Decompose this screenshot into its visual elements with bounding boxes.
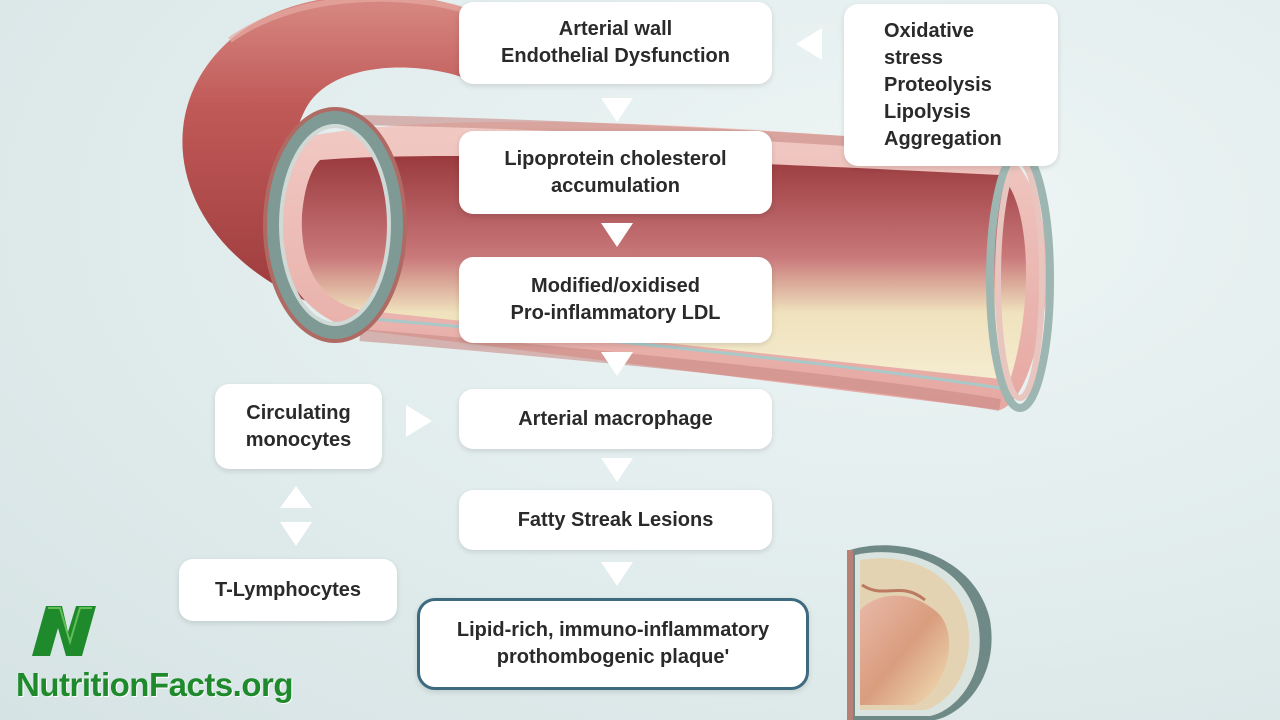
fatty-streak-box: Fatty Streak Lesions — [459, 490, 772, 550]
site-logo-text: NutritionFacts.org — [16, 666, 294, 703]
arterial-macrophage-box: Arterial macrophage — [459, 389, 772, 449]
plaque-cross-section — [847, 545, 992, 720]
arrow-down-tcell — [280, 522, 312, 546]
leaf-n-logo-icon — [32, 606, 96, 656]
circulating-monocytes-box: Circulating monocytes — [215, 384, 382, 469]
arrow-right-monocytes — [406, 405, 432, 437]
lipoprotein-accumulation-box: Lipoprotein cholesterol accumulation — [459, 131, 772, 214]
arrow-down-2 — [601, 223, 633, 247]
modified-ldl-box: Modified/oxidised Pro-inflammatory LDL — [459, 257, 772, 343]
arrow-down-1 — [601, 98, 633, 122]
arrow-down-4 — [601, 458, 633, 482]
arrow-up-tcell — [280, 486, 312, 508]
arrow-down-5 — [601, 562, 633, 586]
arrow-down-3 — [601, 352, 633, 376]
stressors-box: Oxidative stress Proteolysis Lipolysis A… — [844, 4, 1058, 166]
artery-cut-ring — [266, 110, 404, 340]
arrow-left-stressors — [796, 28, 822, 60]
plaque-box: Lipid-rich, immuno-inflammatory prothomb… — [417, 598, 809, 690]
artery-curved-segment — [182, 0, 470, 310]
arterial-wall-box: Arterial wall Endothelial Dysfunction — [459, 2, 772, 84]
t-lymphocytes-box: T-Lymphocytes — [179, 559, 397, 621]
